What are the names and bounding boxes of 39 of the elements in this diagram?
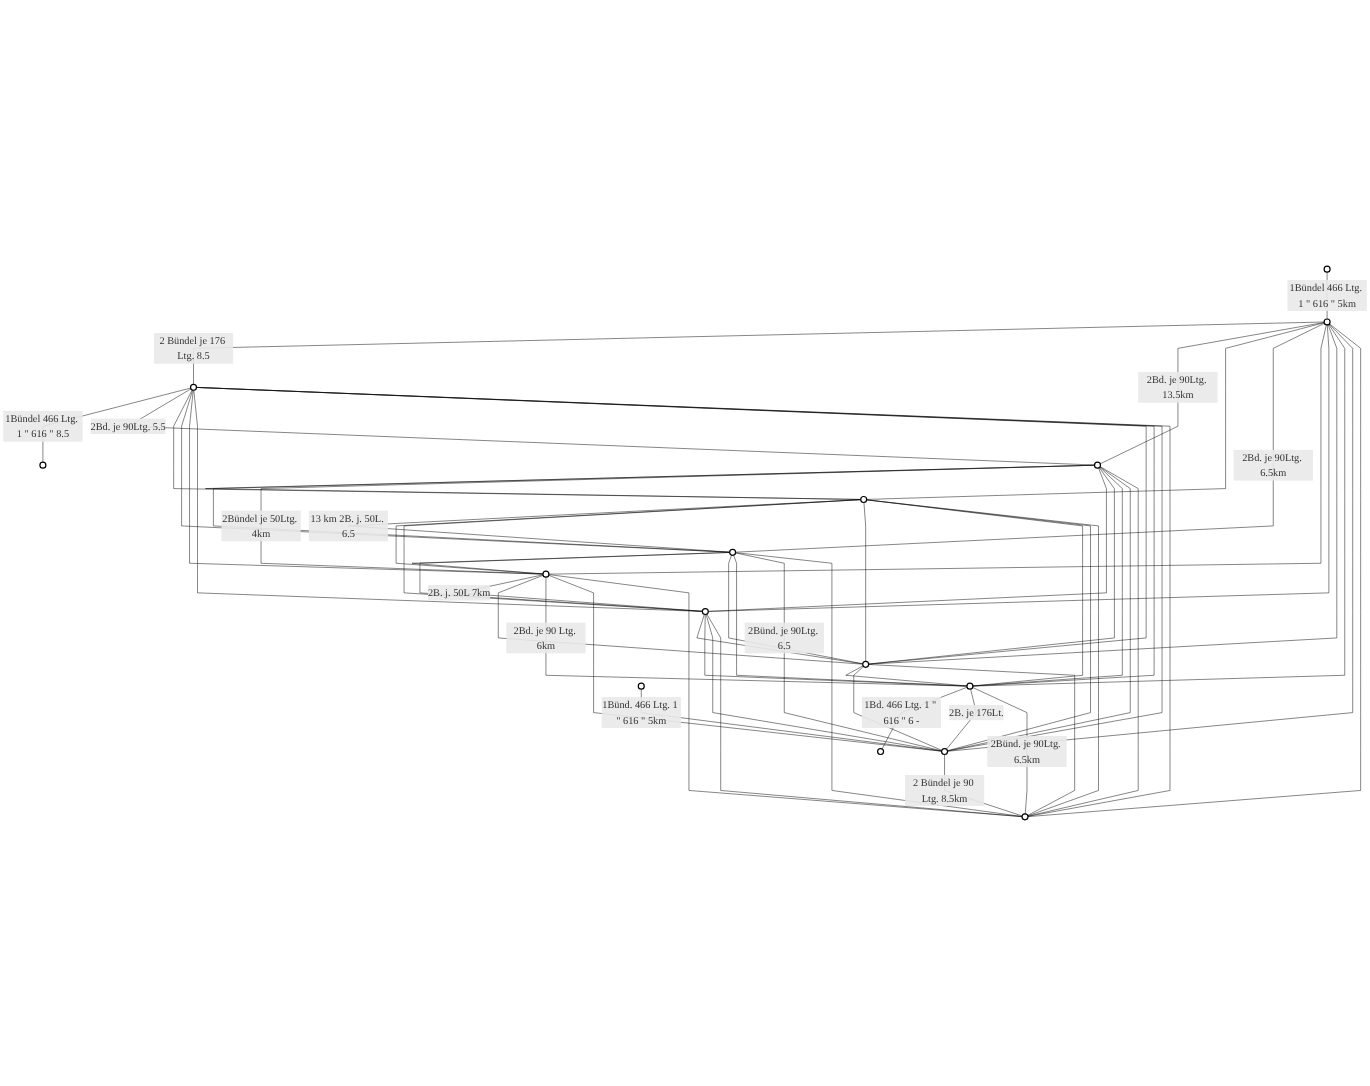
connector (1099, 322, 1325, 465)
connector (863, 502, 866, 662)
node-circle (189, 383, 198, 391)
node-circle (1093, 461, 1102, 469)
connector (1027, 323, 1361, 817)
node-circle (862, 660, 870, 668)
node-circle (39, 461, 47, 469)
connector (972, 466, 1123, 687)
node-circle (1021, 813, 1029, 821)
connector (972, 324, 1345, 687)
node-circle (637, 682, 645, 690)
node-circle (542, 570, 550, 578)
connector (845, 665, 968, 687)
connector (705, 614, 942, 752)
connector (708, 467, 1107, 612)
connector (1027, 466, 1139, 817)
connector (189, 390, 544, 575)
node-circle (860, 495, 868, 504)
node-circle (877, 747, 885, 756)
connector (641, 688, 942, 752)
node-circle (1323, 265, 1331, 273)
connector (260, 465, 1095, 575)
connector (735, 552, 942, 752)
connector (708, 324, 1330, 612)
connector (868, 324, 1338, 665)
node-circle (701, 607, 709, 616)
connector (735, 323, 1325, 553)
node-circle (1323, 318, 1331, 326)
connector (868, 467, 1115, 665)
connector (545, 576, 968, 687)
connector (704, 614, 968, 687)
node-circle (941, 747, 949, 756)
node-circle (729, 548, 737, 556)
connector (733, 554, 968, 687)
connector (866, 322, 1325, 500)
connector (193, 321, 1325, 385)
connector (42, 387, 191, 463)
connector (548, 324, 1327, 575)
node-circle (966, 682, 974, 690)
